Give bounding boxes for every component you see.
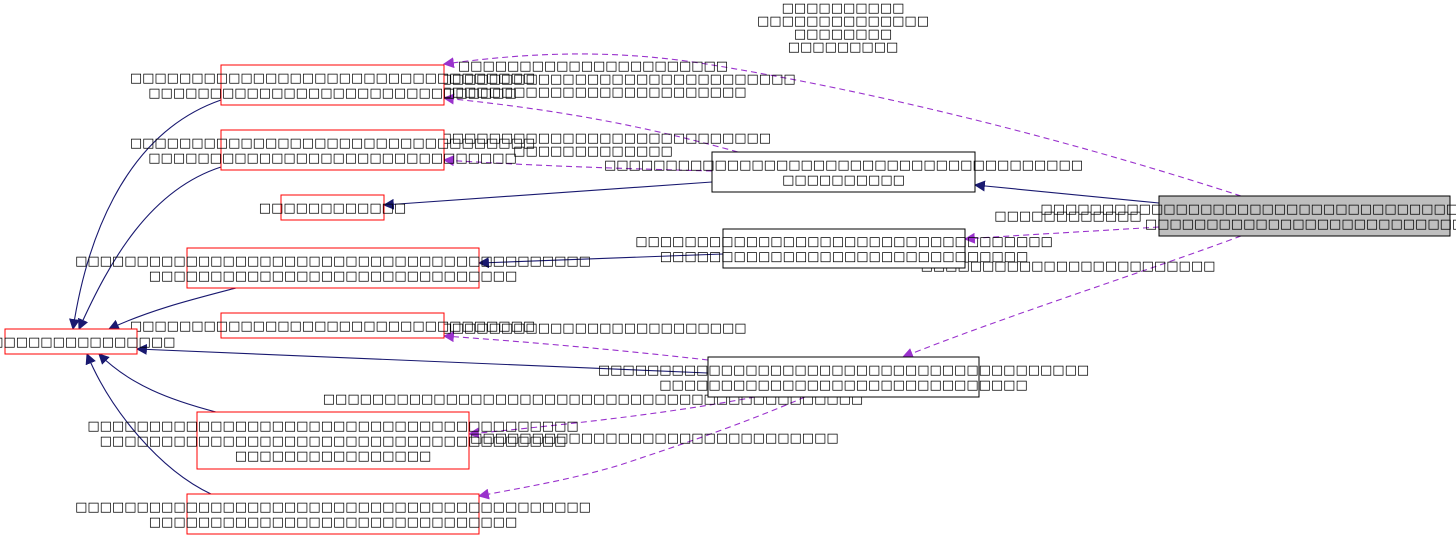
class-node-label-line: □□□□□□□□□□□□□□□□□□□□□□□□□□□□□□□□□ [130, 71, 535, 86]
class-node-label-line: □□□□□□□□□□□□□□□□□□□□□□□□□□□□□□ [149, 269, 517, 284]
class-node-base[interactable]: □□□□□□□□□□□□□□□□□ [0, 328, 175, 355]
inheritance-edge-e15 [108, 287, 237, 330]
class-node-box[interactable] [186, 247, 480, 289]
edge-label-e8: □□□□□□□□□□□□□□□□□□□□□□□□ [921, 259, 1216, 274]
edge-label-line: □□□□□□□□□□□□□□□□□□□□□□□□□ [439, 321, 746, 336]
class-node-label-line: □□□□□□□□□□□□□□□□□□□□□□□□□□□□□□□□□ [130, 136, 535, 151]
usage-edge-e1 [442, 53, 1242, 197]
usage-edge-e2 [442, 93, 739, 153]
inheritance-edge-e7 [477, 253, 724, 269]
class-node-label: □□□□□□□□□□□□□□□□□□□□□□□□□□□□□□□□□□□□□□□□… [1040, 202, 1456, 232]
class-node-box[interactable] [711, 151, 976, 193]
class-node-label: □□□□□□□□□□□□□□□□□ [0, 335, 175, 350]
class-node-label-line: □□□□□□□□□□□□□□□□□□□□□□□□□□□□□□ [660, 250, 1028, 265]
inheritance-edge-e5 [382, 181, 713, 210]
inheritance-edge-e13 [69, 99, 222, 331]
class-node-label-line: □□□□□□□□□□□□□□□□□□□□□□□□□□□□□□□□□□□□□□□□… [1040, 202, 1456, 217]
class-node-l5[interactable]: □□□□□□□□□□□□□□□□□□□□□□□□□□□□□□□□□ [130, 312, 535, 339]
class-node-mid1[interactable]: □□□□□□□□□□□□□□□□□□□□□□□□□□□□□□□□□□□□□□□□… [604, 151, 1083, 193]
edge-label-line: □□□□□□□□□□□□□□□□□□□□□□□□□□□□□□□□□□□□□□□□ [347, 431, 838, 446]
class-node-label-line: □□□□□□□□□□□□□□□□□□□□□□□□□□□□□□□□□ [130, 319, 535, 334]
class-node-label: □□□□□□□□□□□□□□□□□□□□□□□□□□□□□□□□□□□□□□□□… [604, 158, 1083, 188]
edge-label-e9: □□□□□□□□□□□□□□□□□□□□□□□□□ [439, 321, 746, 336]
class-node-label: □□□□□□□□□□□□□□□□□□□□□□□□□□□□□□□□□□□□□□□□… [87, 419, 578, 464]
class-node-label: □□□□□□□□□□□□ [259, 201, 406, 216]
class-node-l7[interactable]: □□□□□□□□□□□□□□□□□□□□□□□□□□□□□□□□□□□□□□□□… [75, 493, 591, 535]
edge-label-e12: □□□□□□□□□□□□□□□□□□□□□□□□□□□□□□□□□□□□□□□□ [347, 431, 838, 446]
usage-edge-e6 [963, 226, 1160, 244]
edge-label-line: □□□□□□□□□□□□ [994, 209, 1141, 224]
inheritance-edge-e14 [78, 166, 222, 331]
class-node-box[interactable] [1158, 195, 1451, 237]
edge-label-line: □□□□□□□□□□□□□□□□□□□□□□ [458, 59, 728, 74]
class-node-label-line: □□□□□□□□□□□□□□□□□□□□□□□□□□□□□□□□□□□□□□□□… [75, 254, 591, 269]
class-node-mid2[interactable]: □□□□□□□□□□□□□□□□□□□□□□□□□□□□□□□□□□□□□□□□… [635, 228, 1053, 269]
class-node-box[interactable] [707, 356, 980, 398]
inheritance-edge-e17 [85, 352, 212, 495]
class-node-l3[interactable]: □□□□□□□□□□□□ [259, 194, 406, 221]
class-node-label-line: □□□□□□□□□□□□□□□□ [235, 449, 432, 464]
edge-label-line: □□□□□□□□□□□□□□□□□□□□□□□□ [921, 259, 1216, 274]
class-node-label-line: □□□□□□□□□□□□□□□□□ [0, 335, 175, 350]
inheritance-edge-e10 [135, 343, 709, 374]
class-node-label: □□□□□□□□□□□□□□□□□□□□□□□□□□□□□□□□□□□□□□□□… [75, 500, 591, 530]
class-node-label: □□□□□□□□□□□□□□□□□□□□□□□□□□□□□□□□□□□□□□□□… [635, 235, 1053, 265]
class-node-label-line: □□□□□□□□□□□□□□□□□□□□□□□□□□□□□□□□□□□□□□□□ [87, 419, 578, 434]
edge-label-line: □□□□□□□□□□ [782, 1, 905, 16]
usage-edge-e9 [442, 331, 709, 361]
class-node-label-line: □□□□□□□□□□□□□□□□□□□□□□□□□□□□□□□□□□□□□□ [100, 434, 567, 449]
class-node-label: □□□□□□□□□□□□□□□□□□□□□□□□□□□□□□□□□□□□□□□□… [598, 363, 1089, 393]
edge-label-layer: □□□□□□□□□□□□□□□□□□□□□□□□□□□□□□□□□□□□□□□□… [323, 1, 1216, 446]
class-node-label-line: □□□□□□□□□□□□□□□□□□□□□□□□□□□□□□□□□□□□□□□□ [598, 363, 1089, 378]
inheritance-edge-e4 [973, 180, 1160, 204]
usage-edge-e11 [467, 396, 756, 439]
class-node-label-line: □□□□□□□□□□□□□□□□□□□□□□□□□□□□□□□□□□ [635, 235, 1053, 250]
edge-label-e3: □□□□□□□□□□□□□□□□□□□□□□□□□□□□□□□□□□□□□□□□… [415, 131, 771, 159]
edge-label-line: □□□□□□□□ [794, 27, 892, 42]
edge-label-line: □□□□□□□□□□□□□□□□□□□□□□□□□ [439, 85, 746, 100]
class-node-box[interactable] [4, 328, 138, 355]
class-node-label: □□□□□□□□□□□□□□□□□□□□□□□□□□□□□□□□□□□□□□□□… [130, 136, 535, 166]
usage-edge-e8 [901, 235, 1242, 359]
class-node-label-line: □□□□□□□□□□□□□□□□□□□□□□□□□□□□□□ [149, 515, 517, 530]
edge-label-line: □□□□□□□□□□□□□□□□□□□□□□□□□□□□□□□□□ [390, 72, 795, 87]
class-node-label-line: □□□□□□□□□□□□□□□□□□□□□□□□□□□□□□ [659, 378, 1027, 393]
class-node-l4[interactable]: □□□□□□□□□□□□□□□□□□□□□□□□□□□□□□□□□□□□□□□□… [75, 247, 591, 289]
class-node-l6[interactable]: □□□□□□□□□□□□□□□□□□□□□□□□□□□□□□□□□□□□□□□□… [87, 411, 579, 470]
class-node-focus[interactable]: □□□□□□□□□□□□□□□□□□□□□□□□□□□□□□□□□□□□□□□□… [1040, 195, 1456, 237]
class-node-label: □□□□□□□□□□□□□□□□□□□□□□□□□□□□□□□□□ [130, 319, 535, 334]
edge-label-e1: □□□□□□□□□□□□□□□□□□□□□□□□□□□□□□□□□□□□□□□□… [757, 1, 929, 55]
class-node-box[interactable] [196, 411, 470, 470]
class-node-box[interactable] [220, 312, 445, 339]
class-node-label-line: □□□□□□□□□□□□□□□□□□□□□□□□□□□□□□ [148, 86, 516, 101]
class-node-label-line: □□□□□□□□□□□□□□□□□□□□□□□□□□□□□□□□□□□□□□□□… [75, 500, 591, 515]
class-node-l2[interactable]: □□□□□□□□□□□□□□□□□□□□□□□□□□□□□□□□□□□□□□□□… [130, 129, 535, 171]
class-node-box[interactable] [722, 228, 966, 269]
edge-label-e2: □□□□□□□□□□□□□□□□□□□□□□□□□□□□□□□□□□□□□□□□… [390, 59, 795, 100]
class-node-label-line: □□□□□□□□□□□□□□□□□□□□□□□□□□□□□□ [148, 151, 516, 166]
class-node-label-line: □□□□□□□□□□ [782, 173, 905, 188]
class-node-box[interactable] [220, 64, 445, 106]
class-node-box[interactable] [220, 129, 445, 171]
edge-label-e6: □□□□□□□□□□□□ [994, 209, 1141, 224]
edge-layer [69, 53, 1242, 500]
edge-label-line: □□□□□□□□□□□□□□□□□□□□□□□□□□□□□ [415, 131, 771, 146]
edge-label-line: □□□□□□□□□ [788, 40, 899, 55]
class-node-label-line: □□□□□□□□□□□□□□□□□□□□□□□□□□□□□□□□□□□□□□□ [604, 158, 1083, 173]
class-node-l1[interactable]: □□□□□□□□□□□□□□□□□□□□□□□□□□□□□□□□□□□□□□□□… [130, 64, 535, 106]
class-node-mid3[interactable]: □□□□□□□□□□□□□□□□□□□□□□□□□□□□□□□□□□□□□□□□… [598, 356, 1089, 398]
inheritance-edge-e16 [98, 353, 217, 413]
class-node-label: □□□□□□□□□□□□□□□□□□□□□□□□□□□□□□□□□□□□□□□□… [130, 71, 535, 101]
node-layer: □□□□□□□□□□□□□□□□□□□□□□□□□□□□□□□□□□□□□□□□… [0, 64, 1456, 535]
class-node-label: □□□□□□□□□□□□□□□□□□□□□□□□□□□□□□□□□□□□□□□□… [75, 254, 591, 284]
edge-label-line: □□□□□□□□□□□□□ [513, 144, 673, 159]
usage-edge-e3 [442, 155, 713, 172]
class-node-box[interactable] [186, 493, 480, 535]
class-node-label-line: □□□□□□□□□□□□□□□□□□□□□□□□□□ [1145, 217, 1456, 232]
edge-label-line: □□□□□□□□□□□□□□ [757, 14, 929, 29]
class-node-label-line: □□□□□□□□□□□□ [259, 201, 406, 216]
class-node-box[interactable] [280, 194, 385, 221]
